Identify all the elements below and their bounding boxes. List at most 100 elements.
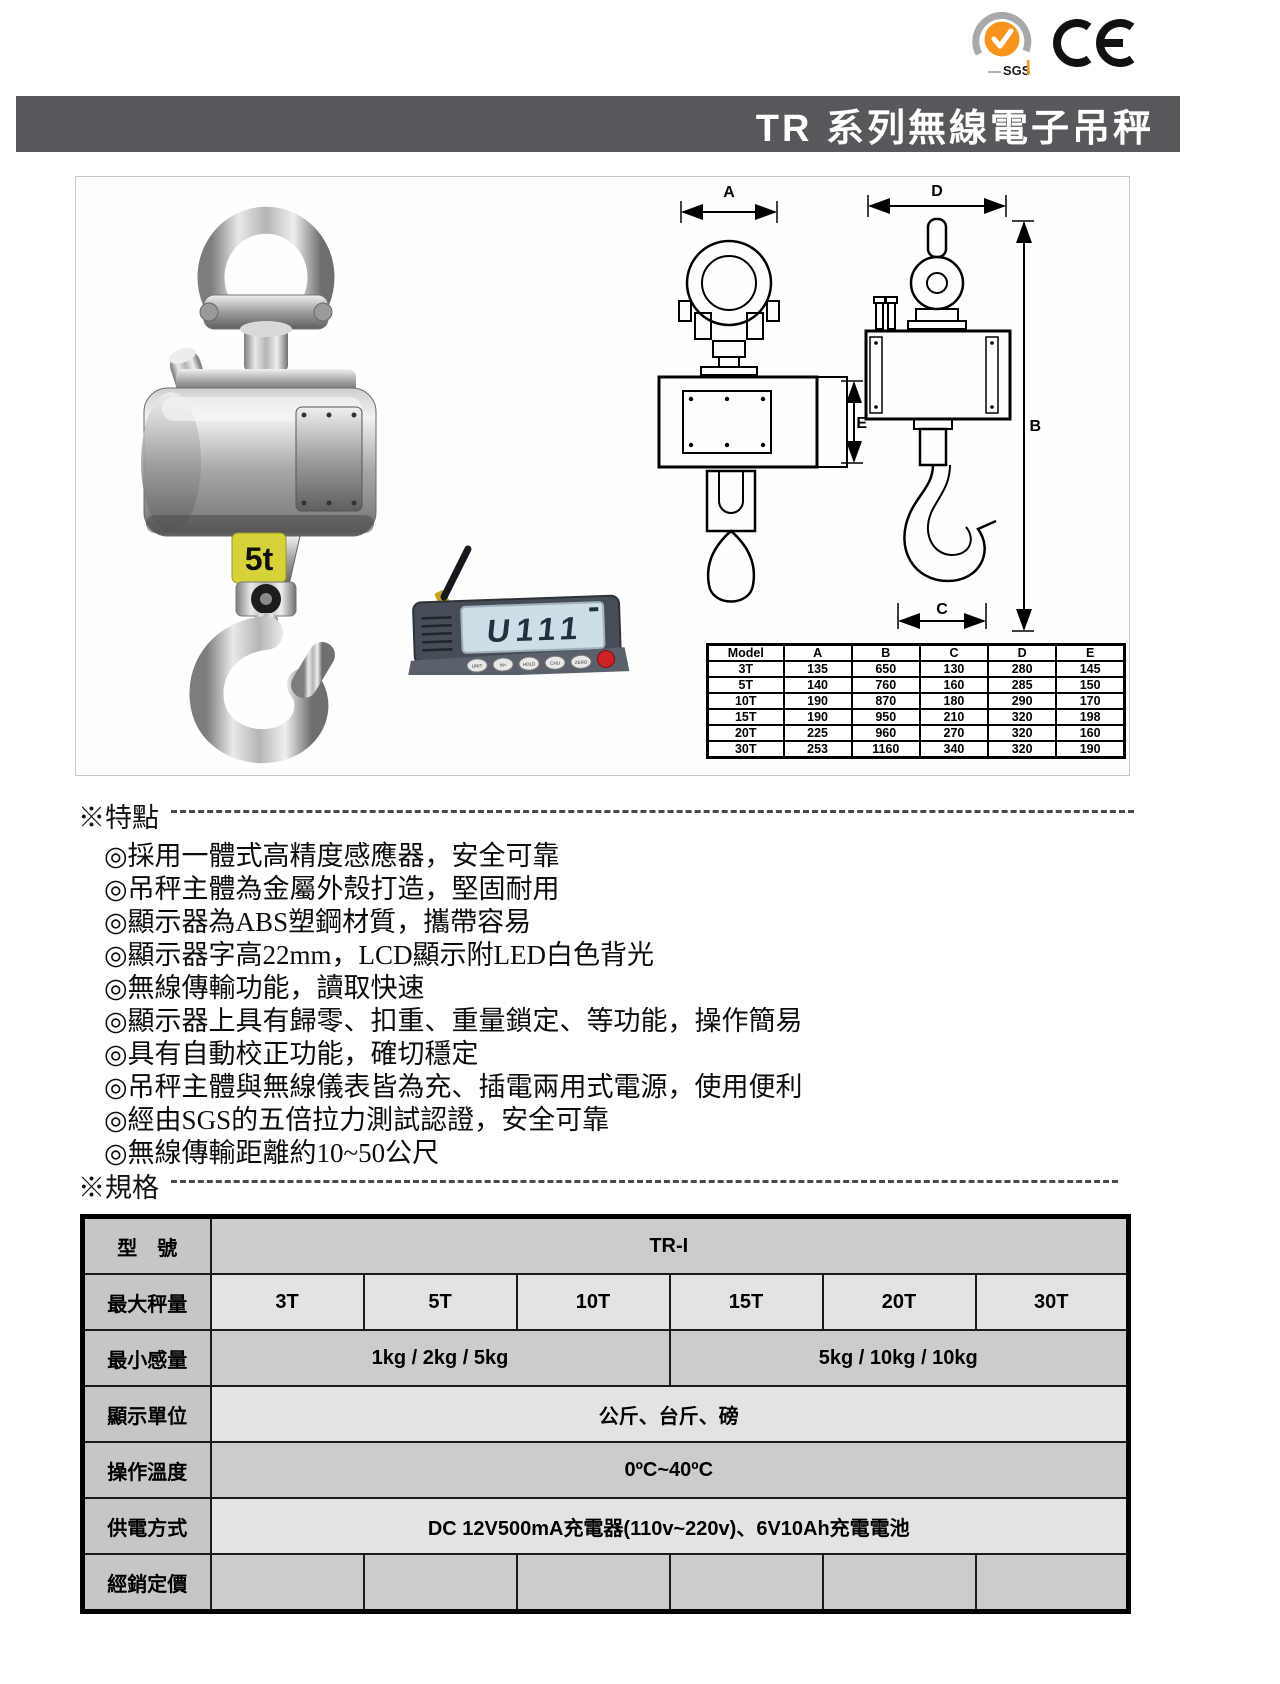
dim-table-cell: 160 [1055, 724, 1126, 742]
certification-logos: SGS [968, 8, 1148, 84]
dim-table-cell: 210 [918, 708, 990, 726]
dim-label-e: E [856, 415, 867, 432]
spec-row-label: 供電方式 [81, 1497, 212, 1555]
dim-table-cell: 280 [987, 660, 1058, 678]
lcd-readout: U111 [485, 610, 586, 649]
dim-table-cell: 253 [782, 740, 853, 759]
spec-row: 經銷定價 [81, 1553, 1130, 1613]
dim-table-cell: 140 [782, 676, 853, 694]
dim-label-a: A [723, 184, 735, 201]
spec-cell [821, 1553, 977, 1613]
page-title: TR 系列無線電子吊秤 [755, 107, 1154, 150]
feature-item: ◎具有自動校正功能，確切穩定 [104, 1039, 479, 1069]
dim-table-cell: 160 [918, 676, 990, 694]
scale-body [141, 369, 377, 537]
dim-table-cell: 285 [987, 676, 1058, 694]
dim-table-header-cell: A [782, 643, 853, 662]
dim-table-cell: 960 [850, 724, 921, 742]
spec-row: 顯示單位公斤、台斤、磅 [81, 1385, 1130, 1443]
dim-table-cell: 198 [1055, 708, 1126, 726]
spec-cell [362, 1553, 518, 1613]
capacity-badge-label: 5t [245, 541, 274, 577]
dim-table-cell: 130 [918, 660, 990, 678]
features-heading: ※特點 [78, 803, 159, 833]
spec-cell [515, 1553, 671, 1613]
dim-table-cell: 180 [918, 692, 990, 710]
dim-table-cell: 320 [987, 740, 1058, 759]
product-panel: 5t [75, 176, 1130, 776]
spec-cell: 15T [668, 1273, 824, 1331]
features-heading-row: ※特點 [78, 796, 1134, 835]
spec-row-label: 操作溫度 [81, 1441, 212, 1499]
feature-item: ◎採用一體式高精度感應器，安全可靠 [104, 841, 560, 871]
dim-table-cell: 190 [1055, 740, 1126, 759]
dim-table-cell: 150 [1055, 676, 1126, 694]
spec-cell: 0ºC~40ºC [209, 1441, 1130, 1499]
shackle [197, 206, 335, 373]
features-list: ◎採用一體式高精度感應器，安全可靠◎吊秤主體為金屬外殼打造，堅固耐用◎顯示器為A… [78, 840, 1134, 1170]
dim-table-cell: 15T [706, 708, 785, 726]
spec-row-label: 型 號 [81, 1215, 212, 1275]
dim-table-cell: 30T [706, 740, 785, 759]
wireless-indicator-photo: U111 UNIT M+ HOLD CHU ZERO [407, 545, 630, 675]
spec-cell: 30T [974, 1273, 1130, 1331]
spec-cell: TR-I [209, 1215, 1130, 1275]
dim-table-cell: 145 [1055, 660, 1126, 678]
dashed-divider [171, 810, 1134, 813]
dim-table-cell: 290 [987, 692, 1058, 710]
drawing-front-view: A E [657, 184, 867, 603]
capacity-badge: 5t [231, 532, 287, 584]
dim-table-cell: 20T [706, 724, 785, 742]
red-button [596, 649, 615, 668]
dim-table-cell: 340 [918, 740, 990, 759]
dim-table-cell: 270 [918, 724, 990, 742]
feature-item: ◎顯示器上具有歸零、扣重、重量鎖定、等功能，操作簡易 [104, 1006, 803, 1036]
drawing-side-view: D B C [864, 183, 1041, 632]
specs-section-heading: ※規格 [78, 1166, 1118, 1205]
unit-button: UNIT [472, 663, 483, 668]
dim-table-cell: 1160 [850, 740, 921, 759]
dim-table-header-cell: Model [706, 643, 785, 662]
dim-table-header-cell: D [987, 643, 1058, 662]
indicator-keypad: UNIT M+ HOLD CHU ZERO [466, 649, 615, 673]
spec-cell [974, 1553, 1130, 1613]
spec-cell [209, 1553, 365, 1613]
feature-item: ◎經由SGS的五倍拉力測試認證，安全可靠 [104, 1105, 610, 1135]
spec-cell: 5kg / 10kg / 10kg [668, 1329, 1130, 1387]
dim-table-cell: 135 [782, 660, 853, 678]
dim-table-cell: 190 [782, 692, 853, 710]
spec-cell: 1kg / 2kg / 5kg [209, 1329, 671, 1387]
m-plus-button: M+ [500, 662, 507, 667]
dim-table-cell: 170 [1055, 692, 1126, 710]
dim-table-cell: 10T [706, 692, 785, 710]
dim-table-cell: 190 [782, 708, 853, 726]
antenna-icon [434, 545, 472, 608]
spec-cell: 5T [362, 1273, 518, 1331]
dim-table-header-cell: C [918, 643, 990, 662]
spec-cell: 10T [515, 1273, 671, 1331]
dim-table-header-cell: E [1055, 643, 1126, 662]
sgs-label: SGS [1003, 63, 1031, 78]
ce-mark-icon [1053, 19, 1135, 67]
spec-row-label: 顯示單位 [81, 1385, 212, 1443]
crane-scale-photo: 5t [141, 206, 377, 764]
dim-table-cell: 870 [850, 692, 921, 710]
lcd-display: U111 [460, 601, 606, 654]
hold-button: HOLD [523, 661, 536, 666]
dim-label-d: D [931, 183, 943, 200]
title-bar: TR 系列無線電子吊秤 [16, 96, 1180, 152]
spec-cell: 20T [821, 1273, 977, 1331]
